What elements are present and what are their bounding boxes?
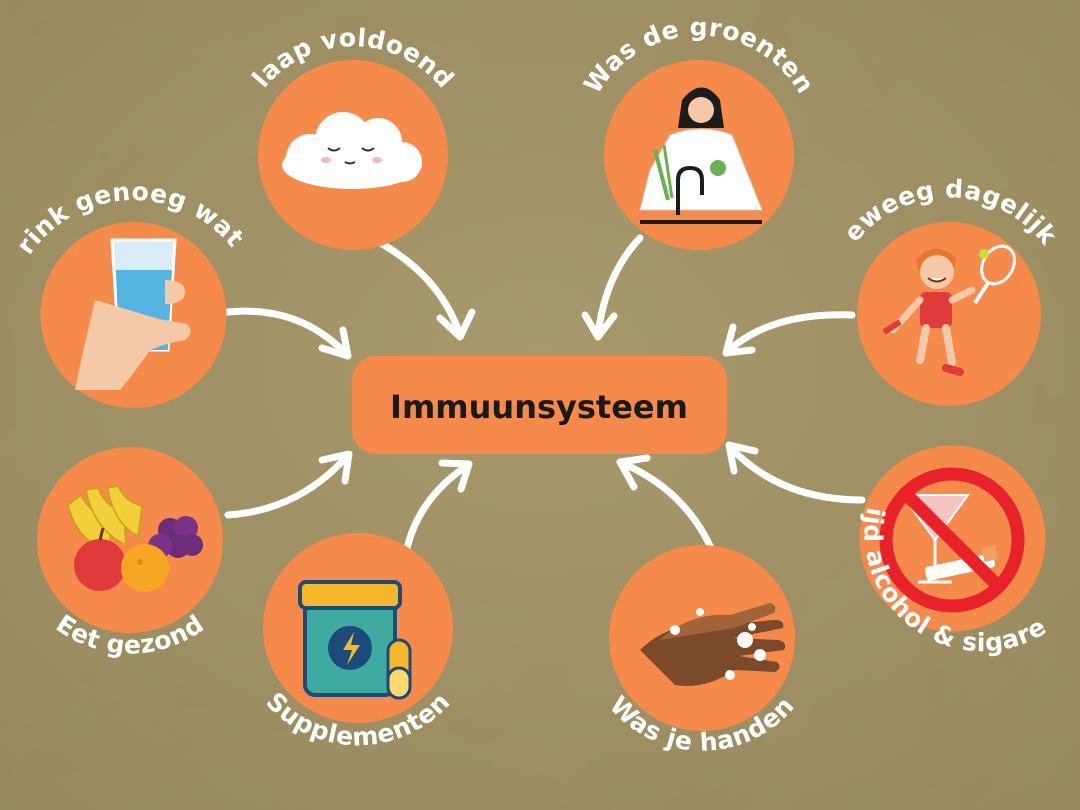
node-supplementen: Supplementen (260, 533, 455, 752)
arrow-beweeg (722, 311, 856, 357)
node-handen: Was je handen (604, 545, 799, 757)
arrow-handen (616, 454, 716, 554)
supplement-jar-icon (298, 580, 412, 700)
arrow-vermijd (725, 441, 866, 504)
center-label: Immuunsysteem (390, 388, 688, 426)
center-node: Immuunsysteem (352, 356, 727, 454)
arrow-groenten (581, 234, 644, 341)
arrow-eten (224, 450, 353, 519)
person-washing-vegetables-icon (639, 87, 763, 224)
cloud-icon (282, 112, 422, 189)
water-glass-icon (75, 238, 191, 390)
node-eten: Eet gezond (37, 447, 223, 660)
arrow-supplementen (401, 459, 473, 562)
arrow-water (224, 307, 352, 360)
child-tennis-icon (882, 244, 1016, 376)
no-alcohol-smoking-icon (879, 467, 1025, 613)
arrow-slaap (371, 236, 476, 341)
hand-washing-icon (640, 603, 786, 686)
fruit-icon (67, 485, 203, 592)
arrows (224, 234, 866, 562)
node-circle (37, 447, 223, 633)
